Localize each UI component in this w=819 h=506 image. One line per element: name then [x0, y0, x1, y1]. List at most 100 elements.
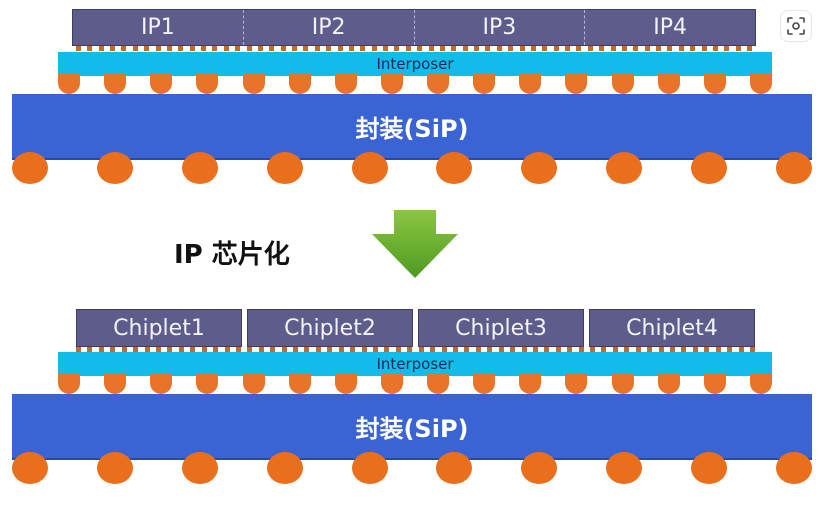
c4-bump	[58, 374, 80, 394]
c4-bump	[242, 74, 265, 94]
micro-bump	[133, 347, 139, 352]
micro-bump	[712, 46, 718, 51]
ip-block: IP1	[73, 10, 244, 45]
micro-bump	[303, 46, 309, 51]
chiplet-die: Chiplet1	[76, 309, 242, 347]
micro-bump	[110, 347, 116, 352]
micro-bump	[167, 347, 173, 352]
c4-bump	[473, 74, 496, 94]
micro-bump	[474, 46, 480, 51]
micro-bump	[223, 46, 229, 51]
arrow-down-icon	[372, 210, 458, 278]
bga-ball	[351, 452, 388, 484]
micro-bump	[269, 46, 275, 51]
micro-bump	[405, 46, 411, 51]
c4-bump	[104, 374, 127, 394]
micro-bump	[110, 46, 116, 51]
micro-bump	[76, 347, 81, 352]
micro-bump	[87, 347, 93, 352]
micro-bump	[87, 46, 93, 51]
micro-bump	[590, 347, 596, 352]
micro-bump	[428, 46, 434, 51]
micro-bump	[704, 347, 710, 352]
bga-ball	[691, 452, 728, 484]
micro-bump	[430, 347, 436, 352]
micro-bump	[701, 46, 707, 51]
c4-bump	[427, 74, 450, 94]
micro-bump	[121, 347, 127, 352]
micro-bump	[690, 46, 696, 51]
micro-bump	[293, 347, 299, 352]
c4-bump	[334, 74, 357, 94]
c4-bump	[58, 74, 80, 94]
micro-bump	[235, 46, 241, 51]
micro-bump	[178, 46, 184, 51]
micro-bump	[750, 347, 755, 352]
micro-bump	[724, 46, 730, 51]
chiplet-die: Chiplet3	[418, 309, 584, 347]
c4-bump	[611, 74, 634, 94]
micro-bump	[76, 46, 81, 51]
ip-block: IP2	[244, 10, 415, 45]
visual-search-icon[interactable]	[780, 10, 812, 42]
chiplet-die: Chiplet2	[247, 309, 413, 347]
top-stack: IP1 IP2 IP3 IP4 Interposer 封装(SiP)	[0, 0, 819, 200]
micro-bump	[155, 347, 161, 352]
micro-bump	[567, 347, 573, 352]
micro-bump	[452, 347, 458, 352]
micro-bump	[451, 46, 457, 51]
micro-bump	[292, 46, 298, 51]
c4-bump	[380, 374, 403, 394]
c4-bump	[288, 374, 311, 394]
micro-bump	[235, 347, 241, 352]
ip-block: IP3	[415, 10, 586, 45]
micro-bump	[383, 46, 389, 51]
micro-bump	[727, 347, 733, 352]
c4-bump	[473, 374, 496, 394]
micro-bump	[462, 46, 468, 51]
micro-bump	[395, 347, 401, 352]
micro-bump	[553, 46, 559, 51]
c4-bump	[196, 74, 219, 94]
micro-bump	[621, 46, 627, 51]
micro-bump	[508, 46, 514, 51]
interposer: Interposer	[58, 52, 772, 76]
c4-bump	[150, 374, 173, 394]
micro-bump	[576, 46, 582, 51]
c4-bump	[242, 374, 265, 394]
micro-bump	[532, 347, 538, 352]
micro-bump	[166, 46, 172, 51]
micro-bump	[656, 46, 662, 51]
micro-bump	[98, 46, 104, 51]
bga-ball	[96, 452, 133, 484]
micro-bump	[371, 46, 377, 51]
micro-bump	[373, 347, 379, 352]
micro-bump	[98, 347, 104, 352]
micro-bump	[441, 347, 447, 352]
micro-bump	[280, 46, 286, 51]
bga-ball	[12, 152, 48, 184]
bga-ball	[606, 452, 643, 484]
micro-bump	[738, 347, 744, 352]
chiplet-die: Chiplet4	[589, 309, 755, 347]
bga-ball	[181, 452, 218, 484]
micro-bump	[304, 347, 310, 352]
bga-ball-row	[12, 152, 812, 190]
micro-bump	[519, 46, 525, 51]
micro-bump	[407, 347, 413, 352]
micro-bump	[144, 46, 150, 51]
c4-bump	[427, 374, 450, 394]
c4-bump	[334, 374, 357, 394]
micro-bump	[384, 347, 390, 352]
micro-bump	[178, 347, 184, 352]
package-substrate: 封装(SiP)	[12, 394, 812, 460]
micro-bump	[633, 46, 639, 51]
micro-bump	[258, 347, 264, 352]
micro-bump	[201, 347, 207, 352]
micro-bump	[565, 46, 571, 51]
bottom-stack: Chiplet1 Chiplet2 Chiplet3 Chiplet4 Inte…	[0, 300, 819, 506]
micro-bump	[201, 46, 207, 51]
interposer: Interposer	[58, 352, 772, 376]
micro-bump	[475, 347, 481, 352]
micro-bump-row	[76, 347, 755, 352]
